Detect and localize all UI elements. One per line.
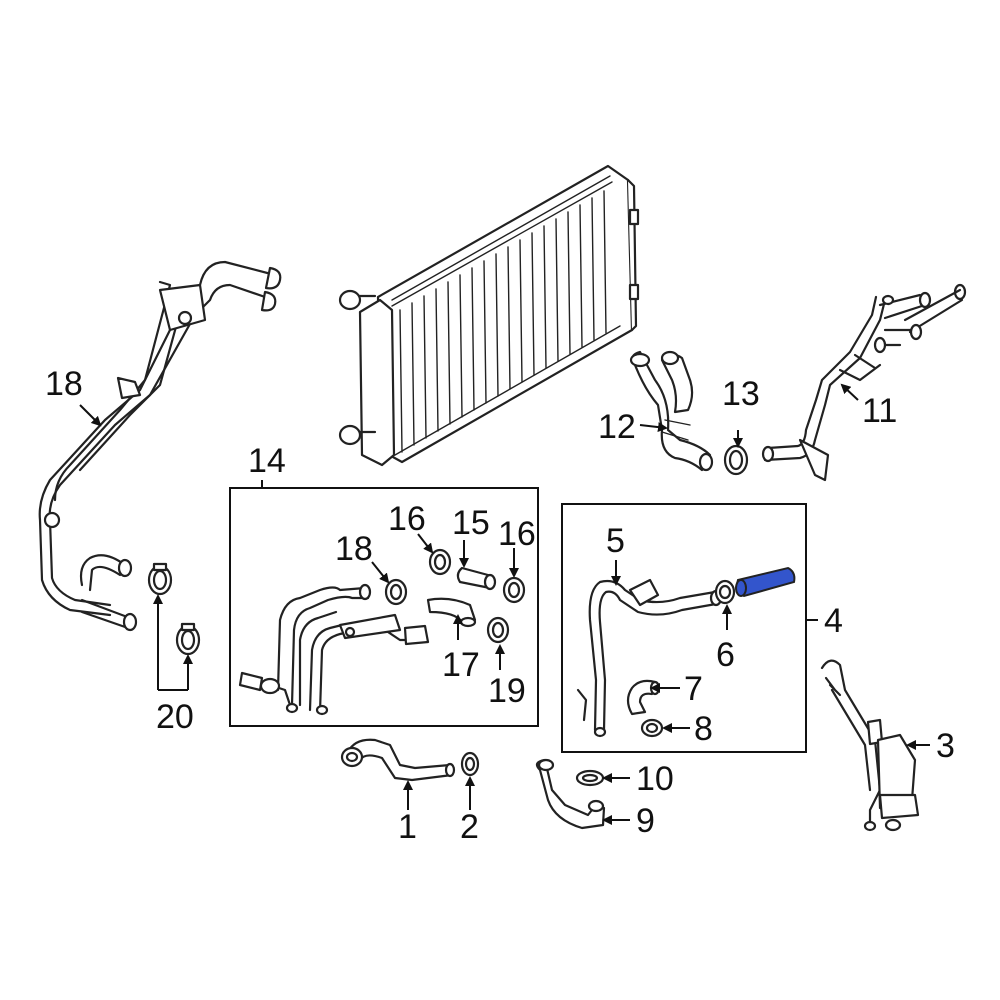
coolant-hose-9[interactable] (535, 758, 606, 830)
clamp-16-right[interactable] (502, 576, 526, 604)
clamp-10[interactable] (575, 769, 605, 787)
hose-7[interactable] (626, 679, 661, 716)
hose-17[interactable] (426, 597, 477, 628)
callout-4: 4 (824, 602, 843, 640)
clamp-16-left[interactable] (428, 548, 452, 576)
callout-1: 1 (398, 808, 417, 846)
callout-18-left: 18 (335, 530, 373, 568)
coolant-pipe-3[interactable] (820, 659, 920, 832)
callout-10: 10 (636, 760, 674, 798)
callout-16-left: 16 (388, 500, 426, 538)
callout-13: 13 (722, 375, 760, 413)
clamp-8[interactable] (640, 718, 664, 738)
hose-15[interactable] (456, 566, 497, 591)
clamp-18-right[interactable] (486, 616, 510, 644)
callout-6: 6 (716, 636, 735, 674)
group-box-14 (229, 487, 539, 727)
callout-18-right: 19 (488, 672, 526, 710)
coolant-pipe-11[interactable] (761, 283, 967, 482)
clamp-13[interactable] (723, 444, 749, 476)
callout-9: 9 (636, 802, 655, 840)
clamp-20-lower[interactable] (175, 622, 201, 656)
coolant-hose-12[interactable] (629, 350, 714, 472)
coolant-pipe-19[interactable] (38, 260, 282, 632)
clamp-6[interactable] (714, 579, 736, 605)
callout-7: 7 (684, 670, 703, 708)
callout-15: 15 (452, 504, 490, 542)
callout-labels: 18 20 14 18 16 15 16 17 19 5 4 6 7 8 3 1… (45, 365, 955, 846)
callout-20: 20 (156, 698, 194, 736)
callout-16-right: 16 (498, 515, 536, 553)
callout-17: 17 (442, 646, 480, 684)
callout-11: 11 (862, 392, 897, 430)
callout-19: 18 (45, 365, 83, 403)
callout-2: 2 (460, 808, 479, 846)
coolant-hose-1[interactable] (340, 738, 456, 782)
coolant-pipe-assembly-14[interactable] (238, 583, 430, 716)
clamp-20-upper[interactable] (147, 562, 173, 596)
callout-12: 12 (598, 408, 636, 446)
group-box-4 (561, 503, 807, 753)
clamp-2[interactable] (460, 751, 480, 777)
radiator[interactable] (338, 164, 640, 467)
callout-3: 3 (936, 727, 955, 765)
hose-6-highlighted[interactable] (735, 566, 796, 598)
callout-5: 5 (606, 522, 625, 560)
clamp-18-left[interactable] (384, 578, 408, 606)
callout-14: 14 (248, 442, 286, 480)
leader-lines (79, 383, 930, 825)
callout-8: 8 (694, 710, 713, 748)
